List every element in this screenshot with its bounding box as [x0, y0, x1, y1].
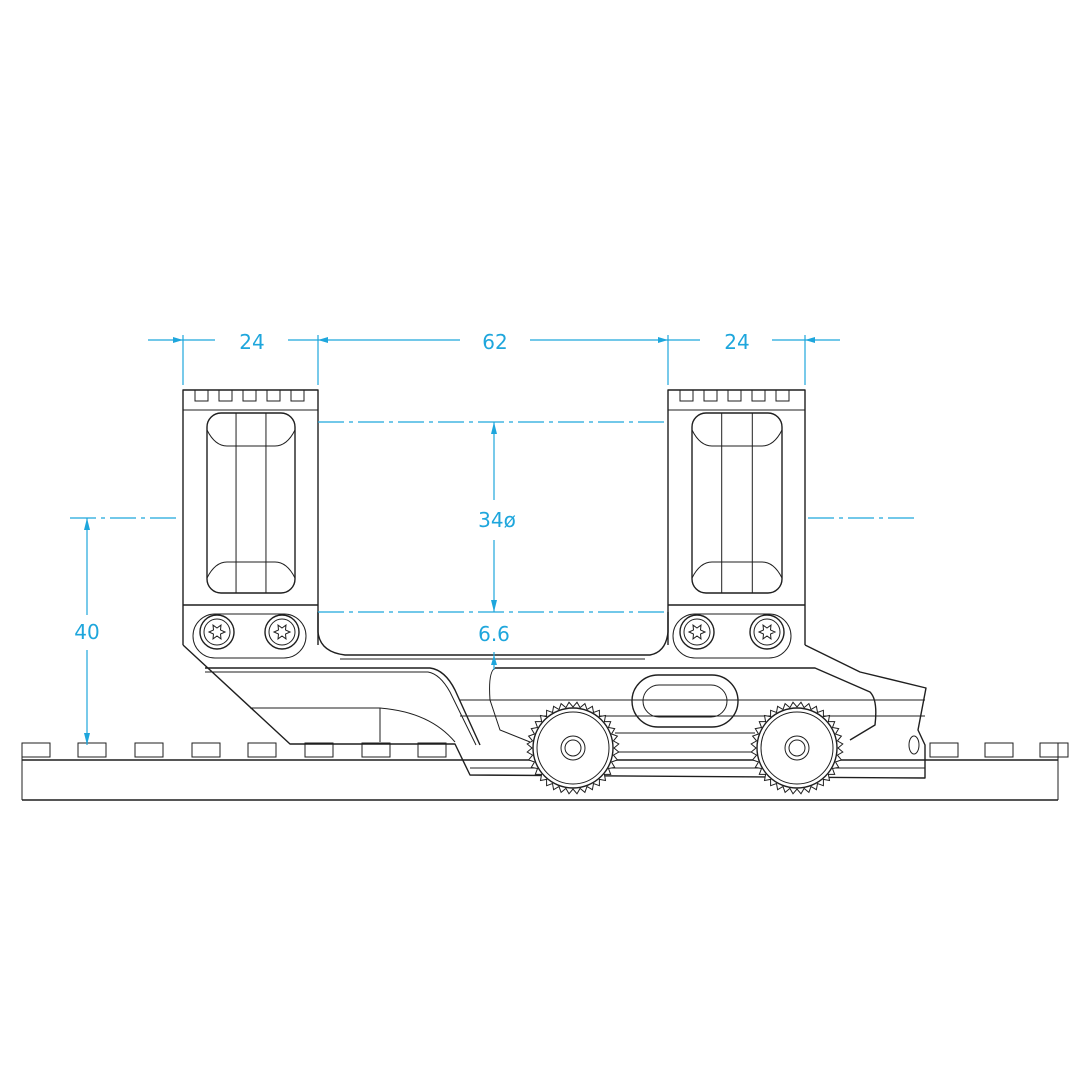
dim-clearance: 6.6 [478, 622, 510, 646]
dim-tube-diameter: 34ø [475, 508, 519, 532]
rail-tooth [361, 742, 391, 758]
knurled-knob[interactable] [750, 701, 844, 795]
dim-ring-width-left: 24 [236, 330, 268, 354]
rail-tooth [134, 742, 164, 758]
ring-right [667, 389, 806, 659]
dim-ring-spacing: 62 [479, 330, 511, 354]
torx-screw-icon [264, 614, 300, 650]
dim-height: 40 [71, 620, 103, 644]
torx-screw-icon [749, 614, 785, 650]
ring-left [182, 389, 319, 659]
rail-tooth [21, 742, 51, 758]
rail-tooth [984, 742, 1014, 758]
rail-tooth [191, 742, 221, 758]
knurled-knob[interactable] [526, 701, 620, 795]
ring-window [206, 412, 296, 594]
rail-tooth [247, 742, 277, 758]
rail-tooth [417, 742, 447, 758]
dim-ring-width-right: 24 [721, 330, 753, 354]
torx-screw-icon [679, 614, 715, 650]
torx-screw-icon [199, 614, 235, 650]
rail-tooth [929, 742, 959, 758]
rail-tooth [1039, 742, 1069, 758]
dimension-lines [70, 335, 918, 745]
rail-tooth [77, 742, 107, 758]
mount-base [182, 644, 927, 779]
rail-tooth [304, 742, 334, 758]
ring-bridge [317, 612, 669, 656]
ring-window [691, 412, 783, 594]
knob-group [526, 701, 844, 795]
